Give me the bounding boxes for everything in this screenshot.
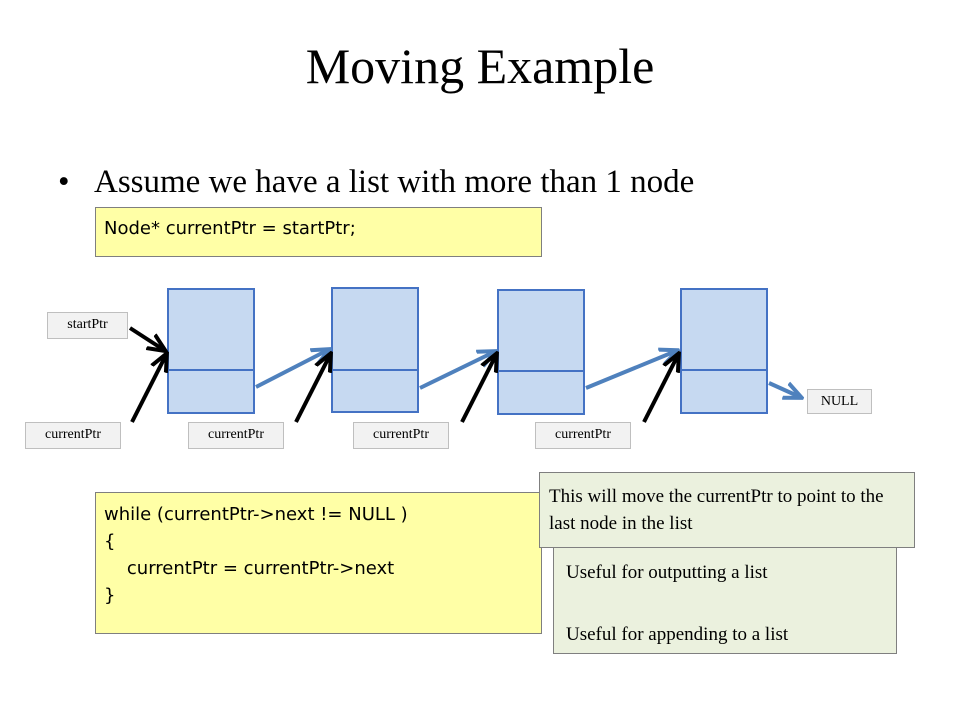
list-node-3 [497, 289, 585, 415]
current-ptr-label-1: currentPtr [25, 422, 121, 449]
code-loop-line: while (currentPtr->next != NULL ) [104, 504, 408, 525]
code-init-box: Node* currentPtr = startPtr; [95, 207, 542, 257]
note-main: This will move the currentPtr to point t… [549, 486, 884, 534]
list-node-4 [680, 288, 768, 414]
current-ptr-label-3: currentPtr [353, 422, 449, 449]
null-label: NULL [807, 389, 872, 414]
bullet-point: • Assume we have a list with more than 1 … [58, 160, 694, 204]
slide-title: Moving Example [305, 38, 655, 94]
code-init-text: Node* currentPtr = startPtr; [104, 218, 356, 239]
current-pointer-arrow-1 [130, 355, 166, 423]
list-node-1 [167, 288, 255, 414]
current-pointer-arrow-4 [642, 355, 678, 423]
null-link-arrow [768, 381, 800, 397]
current-ptr-label-4: currentPtr [535, 422, 631, 449]
start-ptr-label: startPtr [47, 312, 128, 339]
code-loop-line: currentPtr = currentPtr->next [104, 558, 395, 579]
current-pointer-arrow-3 [460, 355, 496, 423]
next-link-arrow-3 [585, 351, 676, 390]
bullet-icon: • [58, 164, 70, 200]
code-loop-line: { [104, 531, 116, 552]
code-loop-line: } [104, 585, 116, 606]
note-appending: Useful for appending to a list [566, 624, 789, 645]
list-node-2 [331, 287, 419, 413]
current-ptr-label-2: currentPtr [188, 422, 284, 449]
bullet-text: Assume we have a list with more than 1 n… [94, 164, 695, 200]
current-pointer-arrow-2 [294, 355, 330, 423]
start-pointer-arrow [128, 326, 164, 350]
code-loop-box: while (currentPtr->next != NULL ) { curr… [95, 492, 542, 634]
note-outputting: Useful for outputting a list [566, 562, 768, 583]
main-note-box: This will move the currentPtr to point t… [539, 472, 915, 548]
